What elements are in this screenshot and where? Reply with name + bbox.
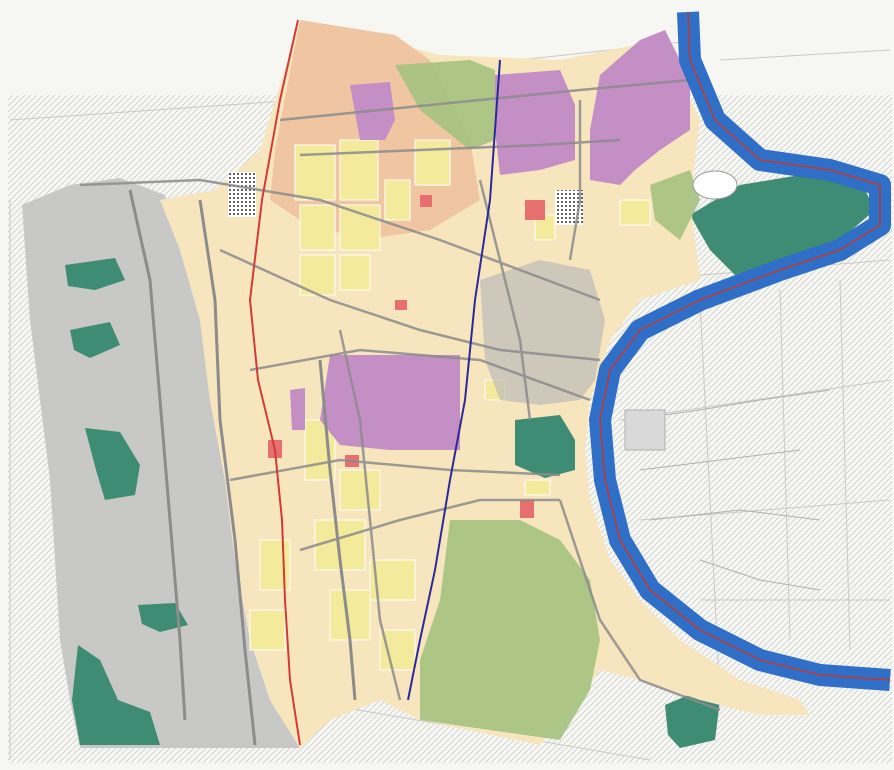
industrial-zone-strip	[290, 388, 305, 430]
residential-block	[339, 469, 381, 511]
residential-block	[299, 204, 336, 251]
settlement-street	[639, 449, 801, 471]
road	[299, 498, 560, 552]
residential-block	[339, 254, 371, 291]
green-zones	[395, 60, 700, 740]
forest-patch	[690, 175, 875, 275]
forest-patch	[70, 322, 120, 358]
residential-block	[414, 139, 451, 186]
road	[338, 329, 402, 701]
commercial-spot	[525, 200, 545, 220]
road	[478, 179, 532, 421]
industrial-zone-north	[495, 70, 575, 175]
residential-block	[369, 559, 416, 601]
residential-block	[249, 609, 286, 651]
road	[568, 100, 582, 261]
road	[249, 348, 591, 402]
railway	[128, 189, 187, 721]
green-zone-east	[650, 170, 700, 240]
commercial-spot	[420, 195, 432, 207]
railway-lines	[128, 189, 357, 746]
boundary-line	[407, 59, 501, 701]
road-network	[79, 78, 721, 712]
commercial-spot	[395, 300, 407, 310]
forest-patch	[138, 603, 188, 632]
residential-block	[524, 479, 551, 496]
settlement-street	[649, 509, 821, 521]
residential-block	[619, 199, 651, 226]
railway	[318, 359, 357, 701]
residential-block	[259, 539, 291, 591]
residential-block	[339, 204, 381, 251]
industrial-zones	[290, 30, 690, 450]
green-zone-south	[420, 520, 600, 740]
stadium	[692, 170, 738, 200]
hinterland-lines	[9, 39, 891, 761]
residential-block	[379, 629, 416, 671]
historic-center	[480, 260, 605, 405]
road	[229, 458, 561, 482]
forest-patch	[85, 428, 140, 500]
residential-zones	[249, 139, 651, 671]
forest-patches	[65, 175, 875, 748]
river-centerline	[599, 11, 891, 681]
forest-patch	[72, 645, 160, 745]
forest-patch	[65, 258, 125, 290]
agricultural-zone-west	[22, 178, 300, 748]
central-park	[515, 415, 575, 478]
residential-block	[339, 139, 379, 201]
residential-block	[384, 179, 411, 221]
east-bank-settlement	[624, 389, 831, 591]
commercial-spot	[520, 500, 534, 518]
main-road	[248, 19, 301, 746]
settlement-block	[624, 409, 666, 451]
road	[279, 78, 691, 122]
industrial-zone-northeast	[590, 30, 690, 185]
road	[79, 178, 601, 302]
road	[219, 248, 601, 362]
residential-block	[329, 589, 371, 641]
road	[558, 499, 721, 712]
dotted-zone	[228, 172, 256, 217]
railway	[198, 199, 257, 746]
green-zone-north	[395, 60, 495, 150]
settlement-street	[699, 559, 821, 591]
industrial-zone-central	[320, 355, 460, 450]
